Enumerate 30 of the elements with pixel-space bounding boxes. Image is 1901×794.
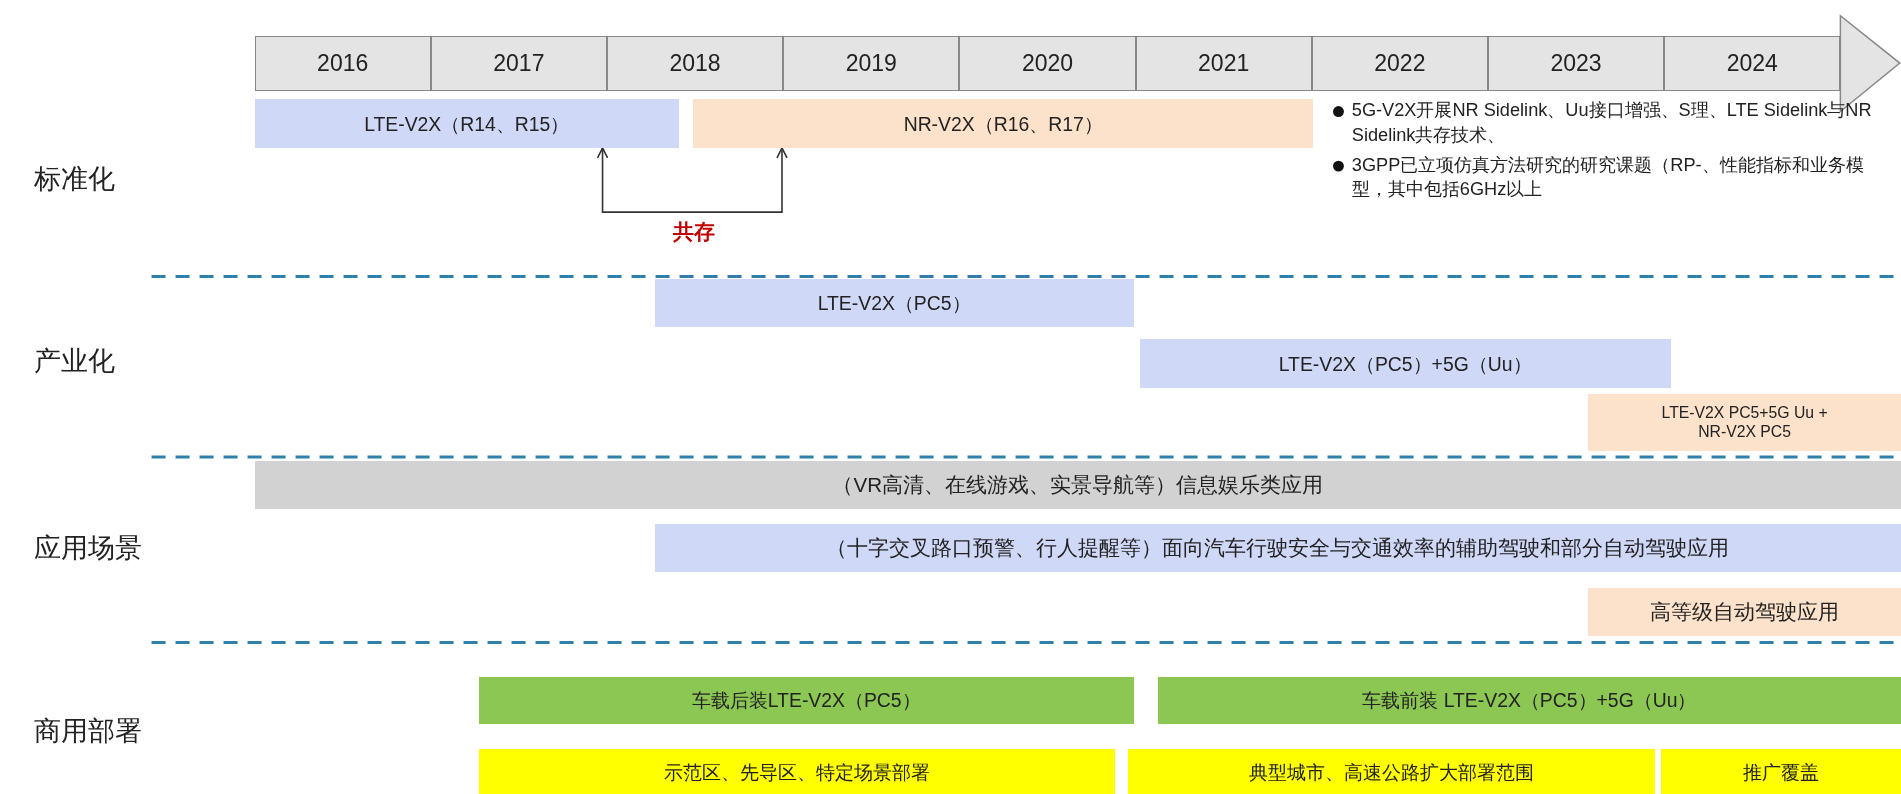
edge-label: 共存	[672, 219, 715, 246]
timeline-bar: LTE-V2X（PC5）+5G（Uu）	[1139, 339, 1671, 388]
timeline-bar: 典型城市、高速公路扩大部署范围	[1127, 749, 1655, 794]
row-heading: 商用部署	[33, 714, 143, 748]
year-cell: 2020	[959, 36, 1136, 91]
year-cell: 2016	[254, 36, 431, 91]
year-cell: 2018	[607, 36, 784, 91]
timeline-bar: （VR高清、在线游戏、实景导航等）信息娱乐类应用	[254, 460, 1901, 510]
year-cell: 2024	[1664, 36, 1841, 91]
timeline-bar: LTE-V2X（R14、R15）	[254, 99, 679, 148]
timeline-bar: 推广覆盖	[1660, 749, 1901, 794]
year-cell: 2019	[783, 36, 960, 91]
timeline-bar: 高等级自动驾驶应用	[1588, 588, 1901, 637]
timeline-bar: LTE-V2X PC5+5G Uu + NR-V2X PC5	[1588, 394, 1901, 451]
row-heading: 产业化	[33, 345, 116, 379]
note-text: 5G-V2X开展NR Sidelink、Uu接口增强、S理、LTE Sidelink与NR Sidelink共存技术、	[1351, 99, 1873, 147]
timeline-bar: 车载后装LTE-V2X（PC5）	[478, 676, 1134, 724]
year-cell: 2023	[1488, 36, 1665, 91]
timeline-bar: （十字交叉路口预警、行人提醒等）面向汽车行驶安全与交通效率的辅助驾驶和部分自动驾驶应用	[654, 523, 1901, 573]
timeline-bar: LTE-V2X（PC5）	[654, 278, 1134, 328]
timeline-bar: NR-V2X（R16、R17）	[693, 99, 1313, 148]
row-heading: 应用场景	[33, 531, 143, 565]
year-cell: 2022	[1311, 36, 1488, 91]
note-text: 3GPP已立项仿真方法研究的研究课题（RP-、性能指标和业务模型，其中包括6GHz以上	[1351, 153, 1865, 202]
timeline-bar: 示范区、先导区、特定场景部署	[478, 749, 1116, 794]
arrow	[596, 147, 788, 213]
year-cell: 2017	[430, 36, 607, 91]
timeline-bar: 车载前装 LTE-V2X（PC5）+5G（Uu）	[1157, 676, 1901, 724]
row-heading: 标准化	[33, 163, 116, 197]
year-cell: 2021	[1135, 36, 1312, 91]
